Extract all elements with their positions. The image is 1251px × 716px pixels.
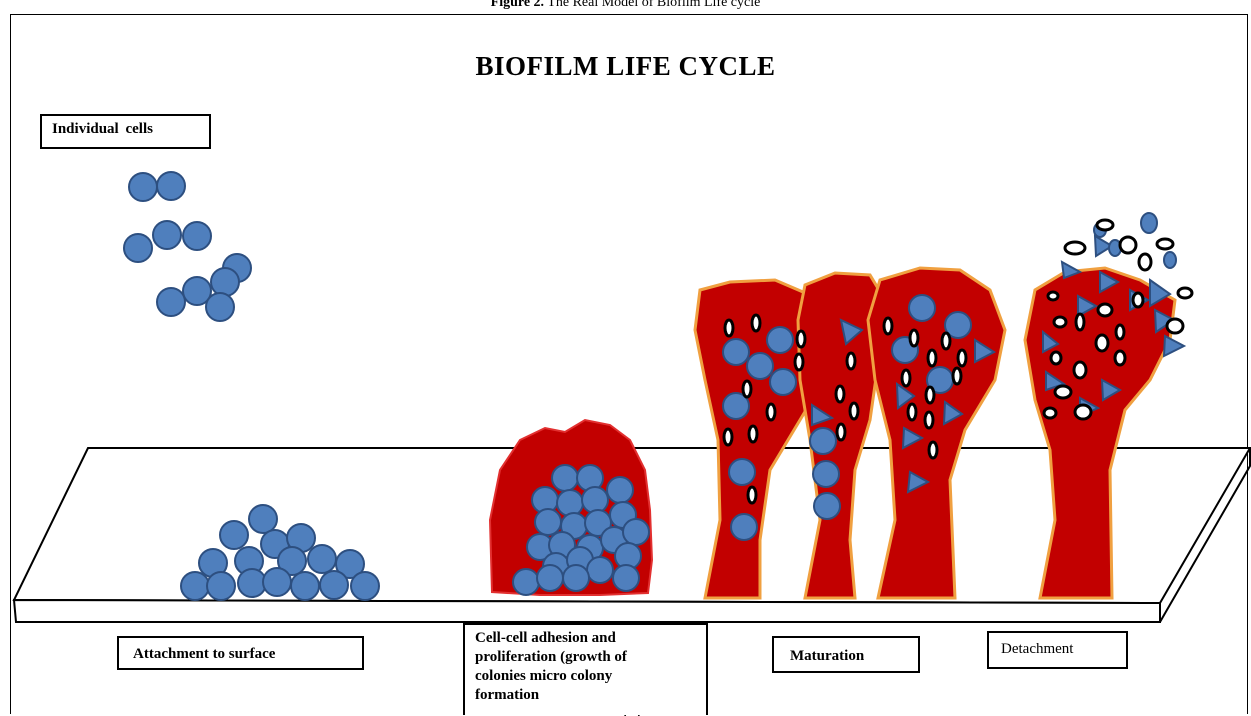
- label-individual-cells: Individual cells: [40, 114, 211, 149]
- label-attachment: Attachment to surface: [117, 636, 364, 670]
- label-adhesion: Cell-cell adhesion and proliferation (gr…: [463, 623, 708, 715]
- label-detachment: Detachment: [987, 631, 1128, 669]
- individual-cells-cluster: [124, 172, 251, 321]
- label-maturation: Maturation: [772, 636, 920, 673]
